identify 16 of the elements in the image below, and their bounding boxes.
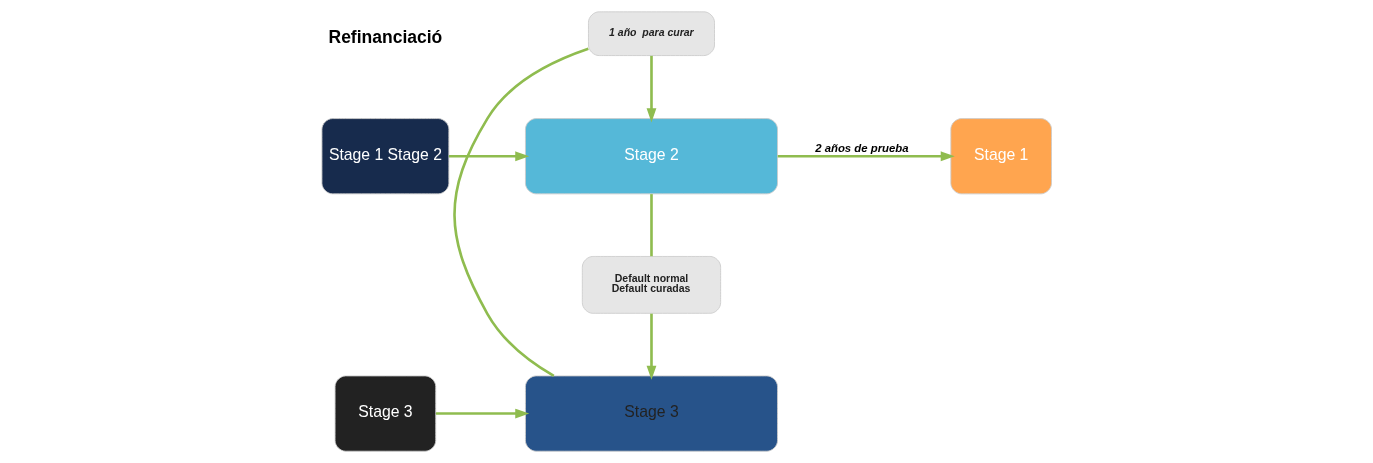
node-box: 1 año para curar [588,11,715,56]
edge-label: 2 años de prueba [815,142,909,155]
connector [453,47,589,377]
node-box: Stage 1 [950,118,1052,195]
node-box: Stage 3 [334,375,437,452]
arrow [436,408,530,419]
arrow [777,151,955,162]
arrow [448,151,530,162]
label: Refinanciació [328,27,443,48]
node-box: Stage 3 [525,375,778,452]
node-box: Stage 2 [525,118,778,195]
connector [650,194,653,257]
node-box: Default normal Default curadas [581,256,722,314]
arrow [646,55,657,123]
node-box: Stage 1 Stage 2 [321,118,450,195]
arrow [646,313,657,380]
